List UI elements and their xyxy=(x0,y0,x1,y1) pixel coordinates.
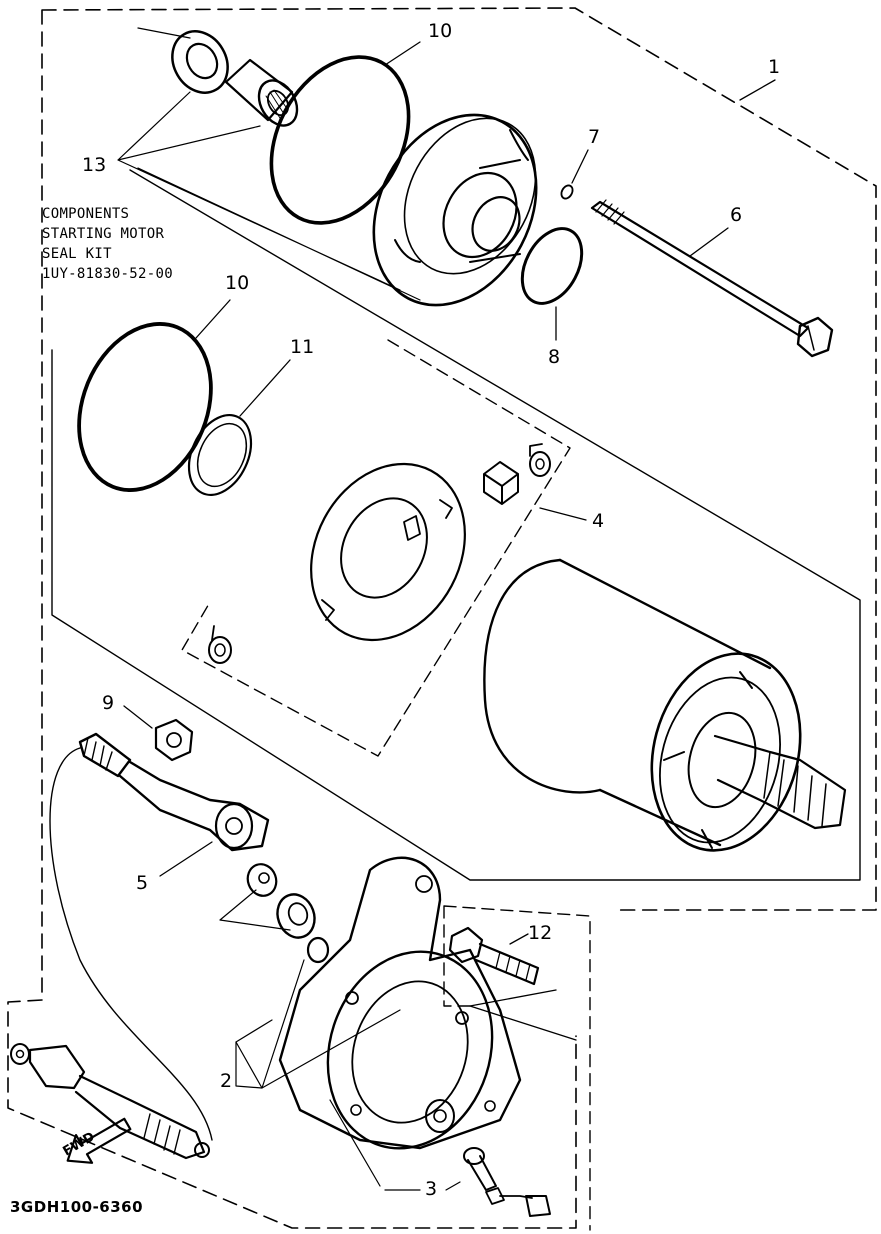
terminal-bolt xyxy=(463,1147,551,1217)
front-cover xyxy=(372,113,538,307)
callout-3: 3 xyxy=(425,1178,438,1200)
note-line-4: 1UY-81830-52-00 xyxy=(42,266,173,282)
callout-1: 1 xyxy=(768,56,781,78)
callout-5: 5 xyxy=(136,872,149,894)
nut-9 xyxy=(154,718,194,762)
washer-11 xyxy=(187,414,253,496)
callout-6: 6 xyxy=(730,204,743,226)
callout-10-left: 10 xyxy=(225,272,250,294)
o-ring-8 xyxy=(520,227,584,305)
seal-kit-note: COMPONENTS STARTING MOTOR SEAL KIT 1UY-8… xyxy=(42,204,173,284)
small-nut xyxy=(246,863,278,897)
washer-7 xyxy=(560,184,574,200)
fwd-arrow-icon xyxy=(66,1117,132,1164)
callout-7: 7 xyxy=(588,126,601,148)
callout-11: 11 xyxy=(290,336,315,358)
assembly-boundary xyxy=(7,7,877,1229)
callout-8: 8 xyxy=(548,346,561,368)
callout-4: 4 xyxy=(592,510,605,532)
callout-12: 12 xyxy=(528,922,553,944)
bolt-12 xyxy=(448,926,540,986)
motor-yoke xyxy=(483,558,802,852)
cable-terminal xyxy=(10,1043,210,1160)
callout-10-top: 10 xyxy=(428,20,453,42)
armature-shaft xyxy=(713,734,847,830)
bolt-group-boundary xyxy=(443,905,591,1231)
brush xyxy=(483,461,519,505)
small-seal xyxy=(276,893,316,939)
starter-cable xyxy=(49,732,270,1141)
brush-spring-top xyxy=(529,443,551,477)
callout-13: 13 xyxy=(82,154,107,176)
o-ring-top xyxy=(269,55,411,225)
brush-spring-bottom xyxy=(208,625,232,664)
brush-plate xyxy=(310,462,466,642)
brush-group-boundary xyxy=(181,339,571,757)
note-line-3: SEAL KIT xyxy=(42,246,112,262)
callout-9: 9 xyxy=(102,692,115,714)
through-bolt xyxy=(590,199,834,358)
oil-seal xyxy=(171,30,229,94)
o-ring-left xyxy=(77,322,213,492)
small-o-ring xyxy=(306,936,330,964)
note-line-2: STARTING MOTOR xyxy=(42,226,165,242)
drawing-code: 3GDH100-6360 xyxy=(10,1198,144,1216)
rear-cover xyxy=(278,856,522,1150)
callout-2: 2 xyxy=(220,1070,233,1092)
note-line-1: COMPONENTS xyxy=(42,206,130,222)
